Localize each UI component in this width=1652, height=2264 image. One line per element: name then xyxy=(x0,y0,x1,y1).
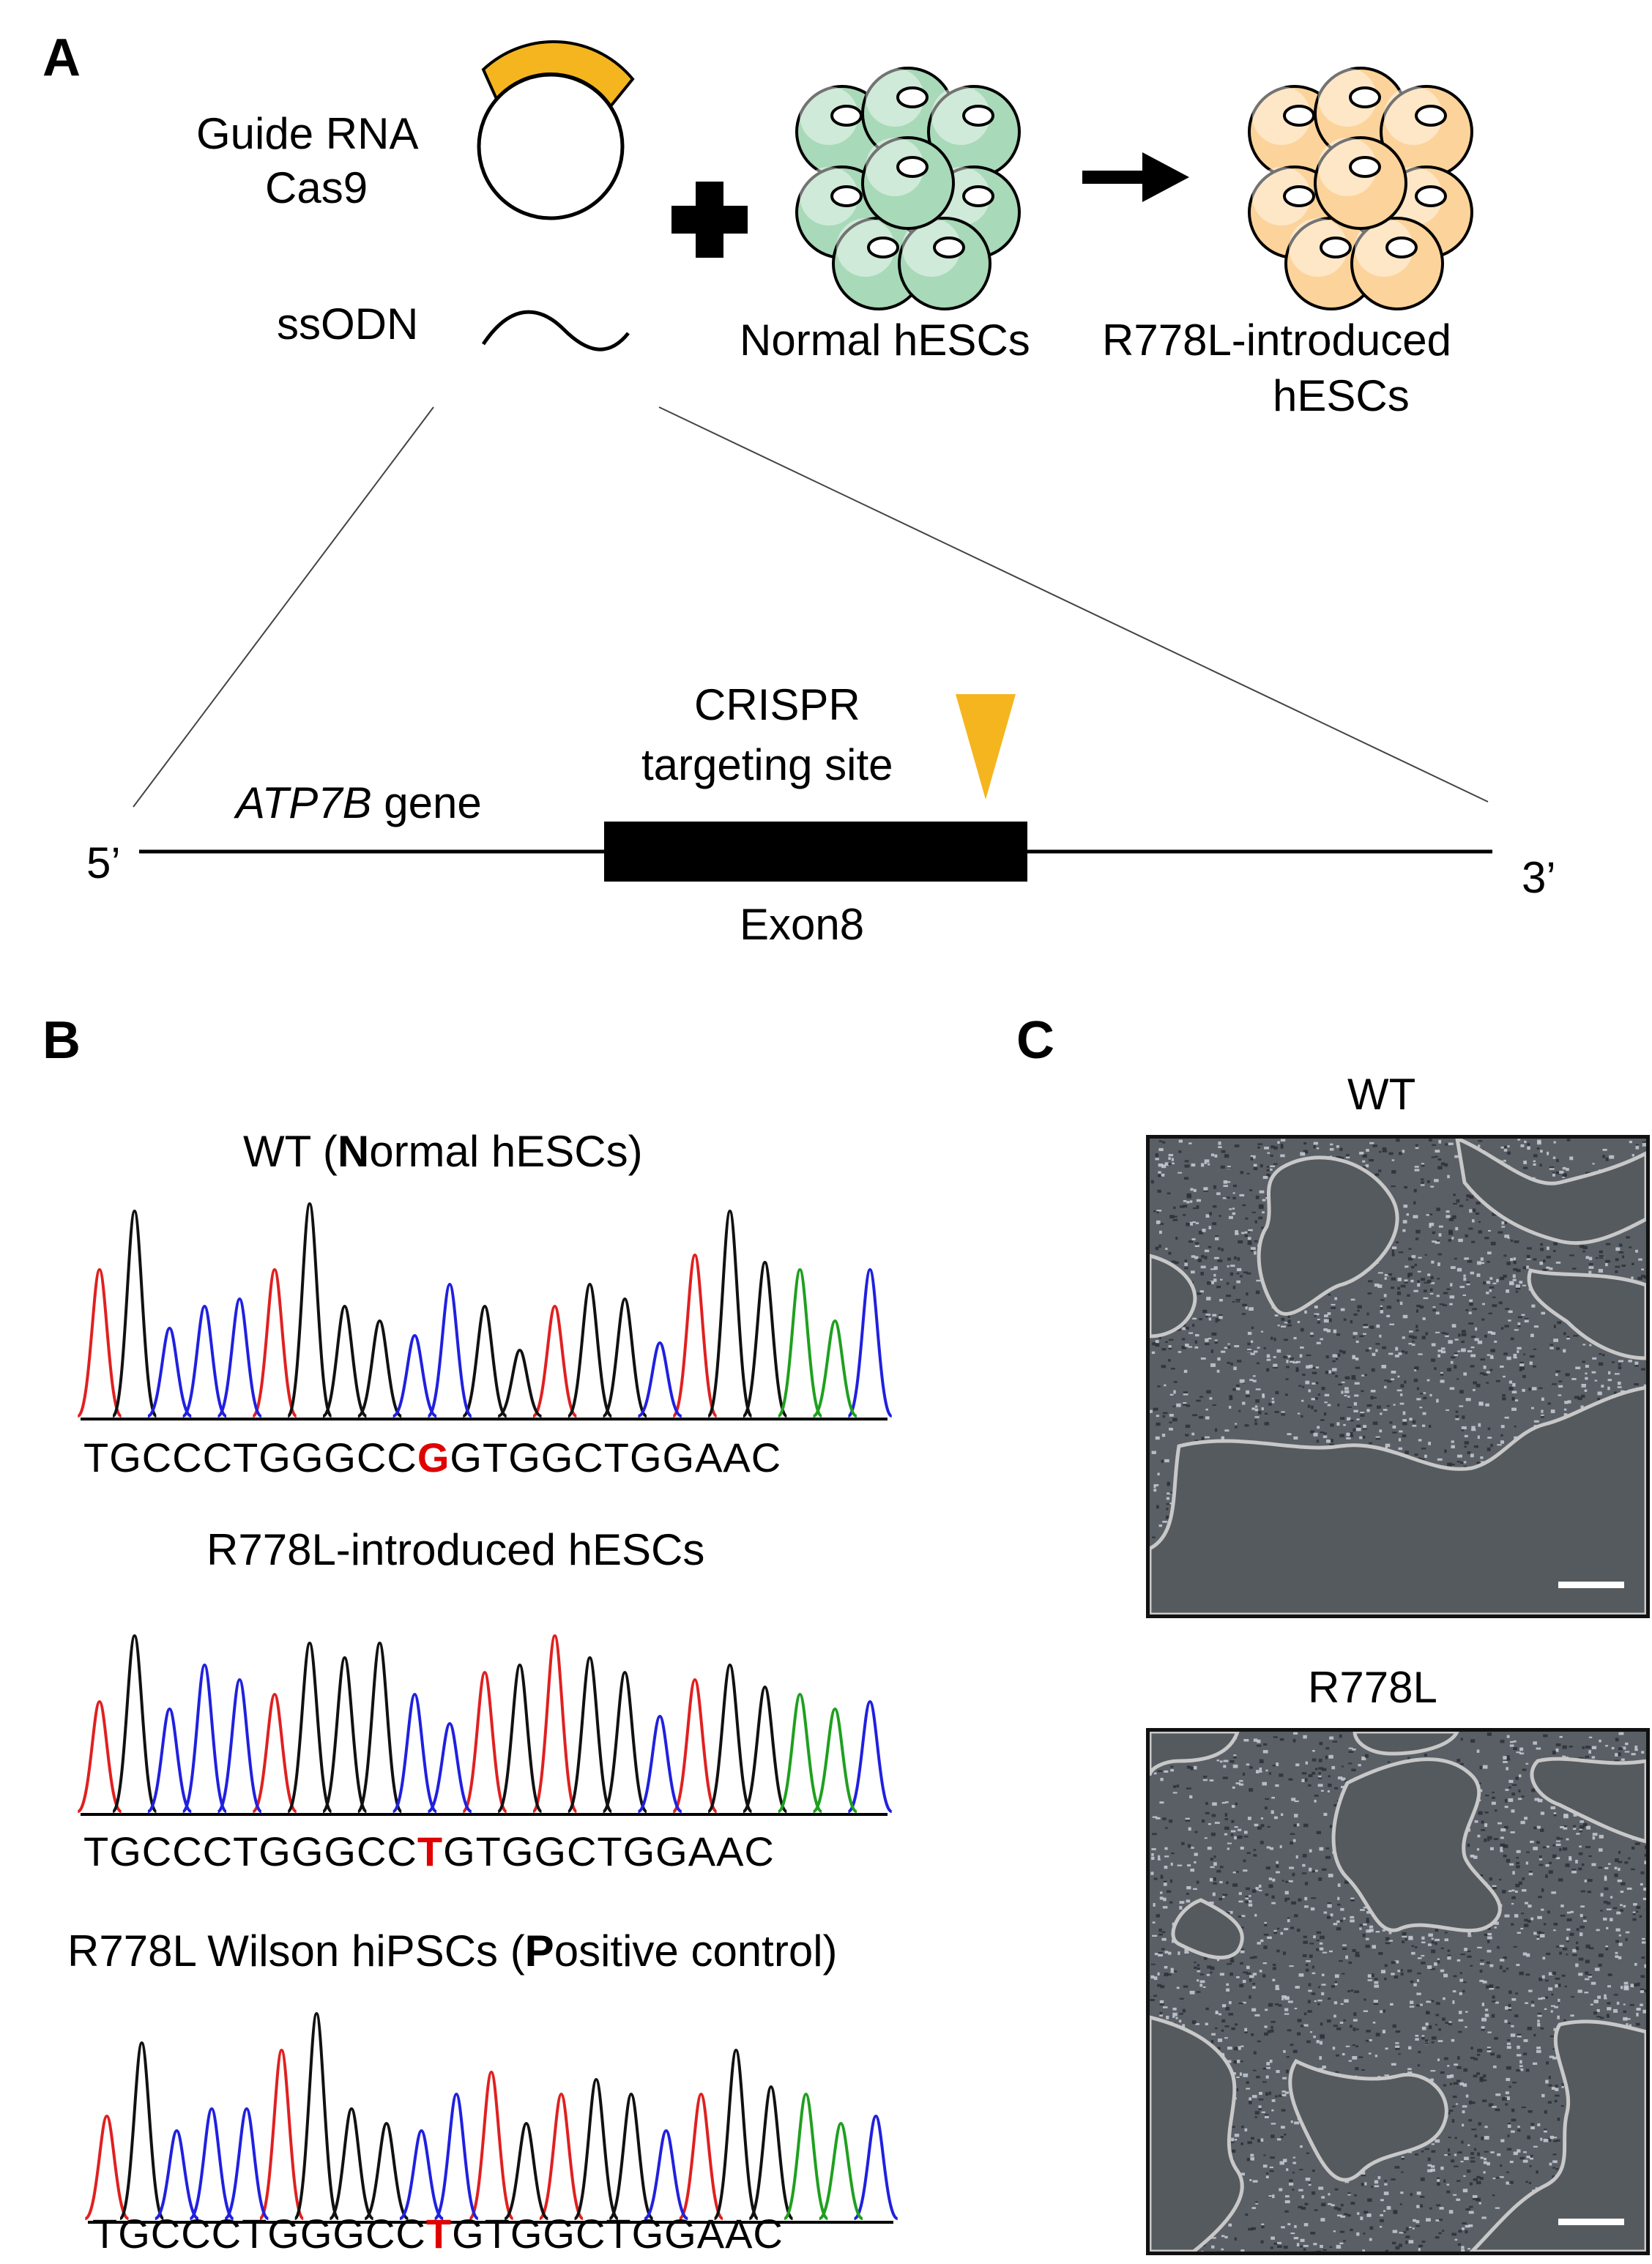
micrograph-title-mutant: R778L xyxy=(1308,1663,1437,1712)
arrow-right-icon xyxy=(1082,152,1189,202)
chromatogram-mutant xyxy=(77,1634,893,1813)
colony-gap xyxy=(1331,1757,1502,1933)
colony-gap xyxy=(1150,1732,1240,1776)
normal-hescs-label: Normal hESCs xyxy=(740,316,1030,365)
peak-trace-G xyxy=(119,2011,794,2220)
colony-gap xyxy=(1150,1385,1646,1615)
cell-nucleus xyxy=(1385,237,1418,258)
crispr-label-line2: targeting site xyxy=(641,740,893,789)
micrograph-mutant-image xyxy=(1150,1732,1646,2252)
plus-icon xyxy=(671,182,748,258)
sequence-positive: TGCCCTGGGCCTGTGGCTGGAAC xyxy=(92,2211,784,2257)
plasmid-label-line1: Guide RNA xyxy=(196,109,419,158)
cell xyxy=(832,217,926,310)
zoom-line-left xyxy=(133,406,434,808)
chromatogram-positive-control xyxy=(84,2011,898,2220)
mutant-hescs-label-line1: R778L-introduced xyxy=(1102,316,1451,365)
colony-gap xyxy=(1150,1254,1197,1338)
peak-trace-A xyxy=(783,2092,863,2220)
panel-letter-b: B xyxy=(42,1011,81,1070)
mutation-base: G xyxy=(417,1434,450,1481)
trace-title-mutant: R778L-introduced hESCs xyxy=(206,1525,705,1574)
normal-hescs-cluster xyxy=(795,67,1021,310)
cell-nucleus xyxy=(1320,237,1352,258)
ssodn-label: ssODN xyxy=(277,299,419,349)
gene-label: ATP7B gene xyxy=(236,778,482,828)
colony-gap xyxy=(1257,1155,1399,1316)
gene-word: gene xyxy=(371,778,482,827)
micrograph-wt xyxy=(1146,1135,1650,1618)
peak-trace-A xyxy=(776,1267,857,1418)
cell-nucleus xyxy=(962,185,994,207)
ssodn-wave xyxy=(481,310,630,351)
chromatogram-wt xyxy=(76,1202,893,1418)
colony-gap xyxy=(1150,2015,1244,2252)
colony-gap xyxy=(1171,1898,1244,1960)
cell xyxy=(1380,85,1473,179)
micrograph-wt-image xyxy=(1150,1139,1646,1615)
peak-trace-C xyxy=(146,1267,893,1418)
exon-label: Exon8 xyxy=(740,900,865,949)
cell-nucleus xyxy=(896,86,929,108)
zoom-line-right xyxy=(658,406,1489,803)
panel-letter-c: C xyxy=(1016,1011,1054,1070)
colony-gap xyxy=(1353,1732,1459,1756)
mutant-hescs-label-line2: hESCs xyxy=(1273,371,1410,420)
colony-gap xyxy=(1530,1757,1646,1844)
cell xyxy=(1314,136,1407,230)
cell-nucleus xyxy=(1415,105,1447,127)
cell-nucleus xyxy=(867,237,899,258)
cell xyxy=(1350,217,1444,310)
gene-name-italic: ATP7B xyxy=(236,778,372,827)
cell-nucleus xyxy=(1349,86,1381,108)
cell-nucleus xyxy=(830,185,863,207)
peak-trace-C xyxy=(154,2092,898,2220)
colony-gap xyxy=(1288,2058,1448,2182)
peak-trace-C xyxy=(146,1663,893,1813)
panel-a-graphics xyxy=(133,40,1492,882)
cell-nucleus xyxy=(896,156,929,178)
peak-trace-A xyxy=(777,1692,857,1813)
five-prime-label: 5’ xyxy=(86,838,121,887)
plasmid-insert xyxy=(481,40,635,109)
peak-trace-G xyxy=(111,1634,788,1813)
three-prime-label: 3’ xyxy=(1522,853,1556,902)
crispr-site-arrowhead xyxy=(956,694,1016,800)
cell-nucleus xyxy=(1283,185,1315,207)
cell-nucleus xyxy=(1349,156,1381,178)
peak-trace-T xyxy=(84,2048,724,2220)
cell-nucleus xyxy=(933,237,965,258)
mutation-base: T xyxy=(417,1828,444,1874)
crispr-label-line1: CRISPR xyxy=(694,680,860,729)
micrograph-mutant xyxy=(1146,1728,1650,2255)
cell-nucleus xyxy=(1283,105,1315,127)
sequence-mutant: TGCCCTGGGCCTGTGGCTGGAAC xyxy=(83,1828,775,1874)
scale-bar xyxy=(1558,2219,1624,2225)
colony-gap xyxy=(1469,2019,1646,2252)
cell-nucleus xyxy=(962,105,994,127)
micrograph-title-wt: WT xyxy=(1347,1070,1416,1119)
cell xyxy=(861,136,955,230)
cell xyxy=(1314,67,1407,160)
cell-nucleus xyxy=(830,105,863,127)
mutation-base: T xyxy=(425,2211,453,2257)
plasmid-label-line2: Cas9 xyxy=(265,163,368,212)
cell xyxy=(898,217,991,310)
peak-trace-T xyxy=(77,1634,718,1813)
sequence-wt: TGCCCTGGGCCGGTGGCTGGAAC xyxy=(83,1434,782,1481)
cell xyxy=(927,85,1021,179)
scale-bar xyxy=(1558,1582,1624,1588)
cell-nucleus xyxy=(1415,185,1447,207)
exon8-box xyxy=(604,822,1027,882)
peak-trace-T xyxy=(76,1253,718,1418)
colony-gap xyxy=(1455,1139,1646,1245)
colony-gap xyxy=(1527,1268,1646,1360)
peak-trace-G xyxy=(111,1202,789,1418)
trace-title-positive: R778L Wilson hiPSCs (Positive control) xyxy=(67,1926,838,1976)
mutant-hescs-cluster xyxy=(1248,67,1473,310)
trace-title-wt: WT (Normal hESCs) xyxy=(243,1127,643,1176)
panel-letter-a: A xyxy=(42,29,81,87)
